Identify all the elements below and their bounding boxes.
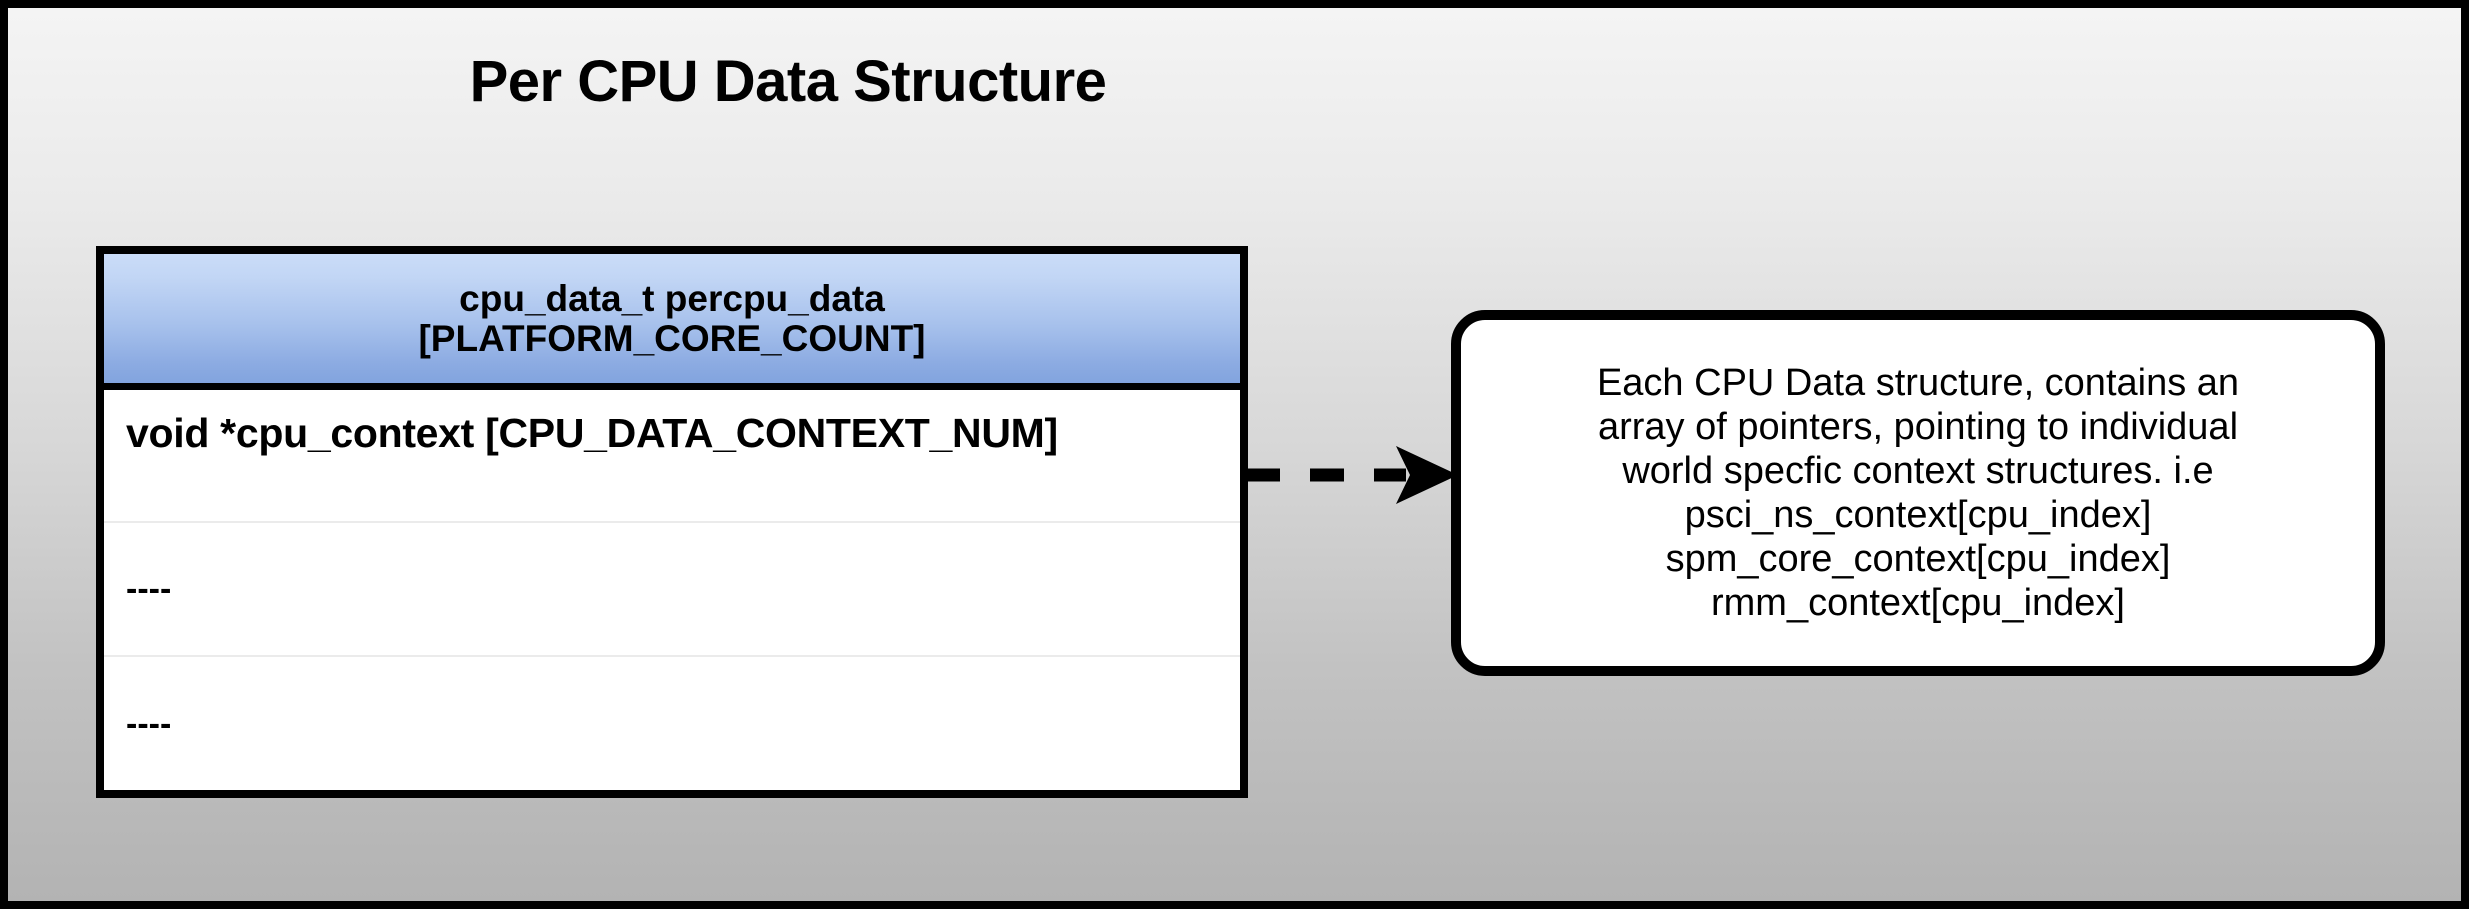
note-callout: Each CPU Data structure, contains an arr… bbox=[1451, 310, 2385, 676]
dashed-arrow-right-icon bbox=[1246, 440, 1458, 510]
table-row: void *cpu_context [CPU_DATA_CONTEXT_NUM] bbox=[104, 390, 1240, 521]
note-line: psci_ns_context[cpu_index] bbox=[1684, 494, 2152, 536]
note-line: world specfic context structures. i.e bbox=[1622, 449, 2214, 492]
page-title: Per CPU Data Structure bbox=[469, 49, 1107, 114]
struct-field-label: void *cpu_context [CPU_DATA_CONTEXT_NUM] bbox=[126, 410, 1058, 456]
struct-box-header: cpu_data_t percpu_data [PLATFORM_CORE_CO… bbox=[104, 254, 1240, 390]
note-line: Each CPU Data structure, contains an bbox=[1596, 361, 2240, 404]
table-row: ---- bbox=[104, 521, 1240, 655]
struct-field-label: ---- bbox=[126, 569, 172, 608]
struct-header-line-1: cpu_data_t percpu_data bbox=[459, 277, 885, 319]
struct-field-label: ---- bbox=[126, 705, 172, 743]
note-line: spm_core_context[cpu_index] bbox=[1665, 538, 2171, 581]
note-line: rmm_context[cpu_index] bbox=[1711, 582, 2125, 625]
percpu-data-struct-box: cpu_data_t percpu_data [PLATFORM_CORE_CO… bbox=[96, 246, 1248, 798]
struct-header-line-2: [PLATFORM_CORE_COUNT] bbox=[418, 317, 926, 359]
struct-box-rows: void *cpu_context [CPU_DATA_CONTEXT_NUM]… bbox=[104, 390, 1240, 792]
note-line: array of pointers, pointing to individua… bbox=[1597, 405, 2239, 448]
table-row: ---- bbox=[104, 655, 1240, 792]
